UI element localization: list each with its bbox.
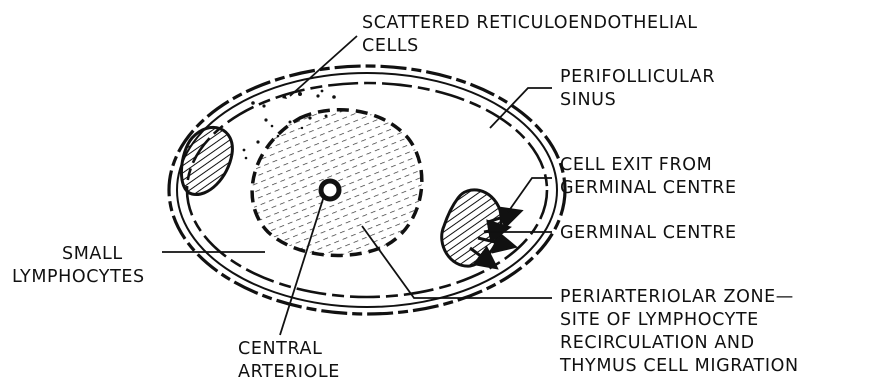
- label-reticuloendothelial-1: SCATTERED RETICULOENDOTHELIAL: [362, 13, 698, 33]
- label-periarteriolar-3: RECIRCULATION AND: [560, 333, 755, 353]
- label-perifollicular-1: PERIFOLLICULAR: [560, 67, 715, 87]
- label-small-lymphocytes-1: SMALL: [62, 244, 123, 264]
- label-reticuloendothelial-2: CELLS: [362, 36, 419, 56]
- label-periarteriolar-1: PERIARTERIOLAR ZONE—: [560, 287, 794, 307]
- label-perifollicular-2: SINUS: [560, 90, 616, 110]
- label-central-arteriole-1: CENTRAL: [238, 339, 322, 359]
- label-periarteriolar-4: THYMUS CELL MIGRATION: [559, 356, 799, 376]
- label-cell-exit-1: CELL EXIT FROM: [560, 155, 712, 175]
- label-cell-exit-2: GERMINAL CENTRE: [560, 178, 737, 198]
- label-central-arteriole-2: ARTERIOLE: [238, 362, 340, 382]
- label-germinal-centre: GERMINAL CENTRE: [560, 223, 737, 243]
- label-periarteriolar-2: SITE OF LYMPHOCYTE: [560, 310, 759, 330]
- germinal-centre-body: [442, 190, 502, 266]
- label-small-lymphocytes-2: LYMPHOCYTES: [12, 267, 145, 287]
